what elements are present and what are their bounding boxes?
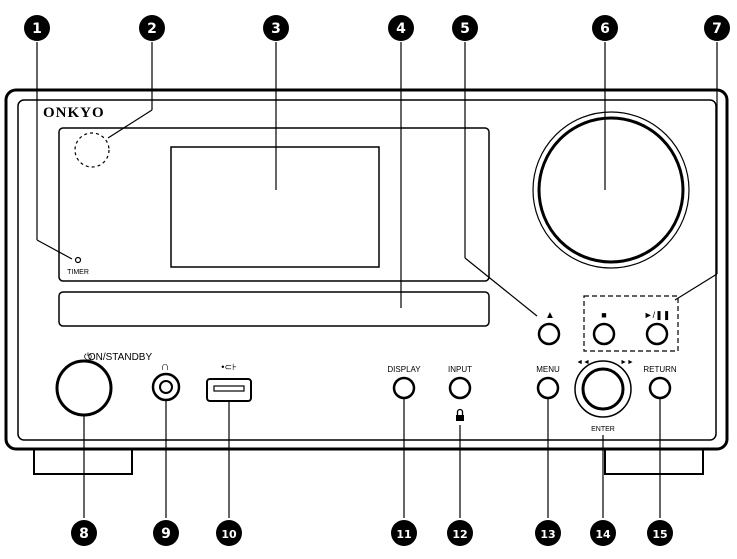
menu-button (536, 376, 560, 400)
callout-1: 1 (24, 15, 50, 41)
svg-text:9: 9 (161, 526, 171, 542)
chassis-outer (4, 88, 729, 451)
foot-right (604, 449, 704, 475)
display-screen (170, 146, 380, 268)
disc-tray (58, 291, 490, 327)
power-button (55, 359, 113, 417)
svg-text:7: 7 (712, 21, 722, 37)
callout-4: 4 (388, 15, 414, 41)
eject-label: ▲ (545, 310, 555, 321)
brand-logo: ONKYO (43, 105, 105, 121)
stop-button (592, 322, 616, 346)
usb-port-tongue (213, 385, 245, 392)
svg-text:5: 5 (460, 21, 470, 37)
on-standby-label: ON/STANDBY (88, 352, 153, 363)
timer-indicator (74, 256, 82, 264)
callout-9: 9 (153, 520, 179, 546)
leader-lines (36, 42, 718, 518)
lock-icon (456, 408, 464, 421)
leader-1b (36, 239, 73, 260)
svg-text:13: 13 (540, 528, 555, 541)
leader-2b (107, 109, 153, 139)
callout-badges: 1 2 3 4 5 6 7 8 9 10 11 12 13 14 15 (24, 15, 730, 546)
display-label: DISPLAY (387, 365, 421, 374)
volume-knob-ring (532, 111, 690, 269)
svg-text:10: 10 (221, 528, 237, 541)
foot-left (33, 449, 133, 475)
chassis-inner (17, 99, 717, 441)
volume-knob (537, 116, 685, 264)
timer-label: TIMER (67, 269, 89, 276)
callout-7: 7 (704, 15, 730, 41)
usb-icon: •⊂⊦ (221, 362, 237, 372)
callout-10: 10 (216, 520, 242, 546)
play-pause-label: ►/❚❚ (644, 310, 671, 321)
callout-8: 8 (71, 520, 97, 546)
svg-text:4: 4 (396, 21, 406, 37)
callout-15: 15 (647, 520, 673, 546)
input-button (448, 376, 472, 400)
display-window: TIMER (58, 127, 490, 282)
callout-13: 13 (535, 520, 561, 546)
enter-jog-dial (581, 367, 625, 411)
display-bezel (58, 127, 490, 282)
callout-5: 5 (452, 15, 478, 41)
return-label: RETURN (643, 365, 677, 374)
callout-12: 12 (447, 520, 473, 546)
leader-7b (674, 273, 718, 301)
svg-text:15: 15 (652, 528, 667, 541)
headphone-icon: ∩ (161, 359, 170, 373)
skip-back-label: ◄◄ (576, 359, 590, 366)
stop-label: ■ (601, 310, 606, 320)
headphone-jack (151, 372, 181, 402)
eject-button (537, 322, 561, 346)
input-label: INPUT (448, 365, 472, 374)
return-button (648, 376, 672, 400)
svg-text:6: 6 (600, 21, 610, 37)
svg-text:2: 2 (147, 21, 157, 37)
svg-text:12: 12 (452, 528, 467, 541)
remote-sensor (74, 132, 110, 168)
callout-6: 6 (592, 15, 618, 41)
svg-text:8: 8 (79, 526, 89, 542)
transport-group-outline (583, 295, 679, 352)
svg-text:14: 14 (595, 528, 611, 541)
callout-14: 14 (590, 520, 616, 546)
enter-label: ENTER (591, 426, 615, 433)
svg-text:11: 11 (396, 528, 411, 541)
callout-11: 11 (391, 520, 417, 546)
callout-3: 3 (263, 15, 289, 41)
callout-2: 2 (139, 15, 165, 41)
enter-jog-ring (574, 360, 632, 418)
svg-text:3: 3 (271, 21, 281, 37)
play-pause-button (645, 322, 669, 346)
menu-label: MENU (536, 365, 560, 374)
leader-5b (464, 257, 538, 317)
chassis (4, 88, 729, 475)
svg-text:1: 1 (32, 21, 42, 37)
power-icon: ⏻ (84, 352, 92, 363)
headphone-jack-inner (159, 380, 173, 394)
display-button (392, 376, 416, 400)
skip-forward-label: ►► (620, 359, 634, 366)
